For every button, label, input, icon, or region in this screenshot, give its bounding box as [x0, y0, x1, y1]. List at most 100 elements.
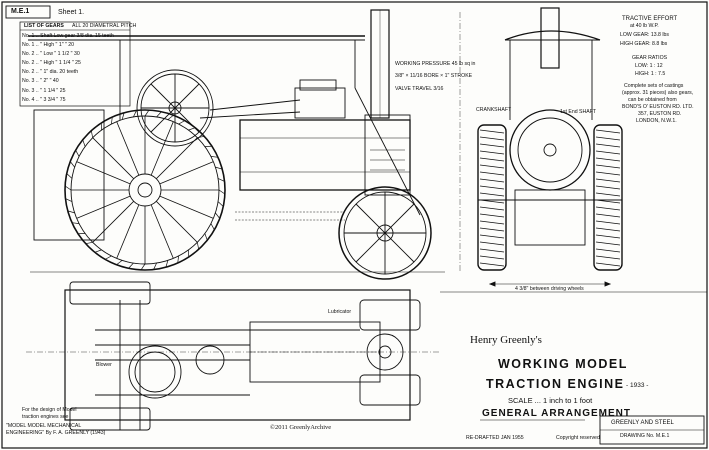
castings-note: (approx. 31 pieces) also gears,: [622, 90, 694, 96]
castings-note: LONDON, N.W.1.: [636, 118, 677, 124]
tread-bar: [479, 192, 505, 197]
castings-note: 357, EUSTON RD.: [638, 111, 682, 117]
tread-bar: [595, 206, 621, 211]
copyright-reserved: Copyright reserved: [556, 435, 600, 441]
tread-bar: [479, 171, 505, 176]
tread-bar: [595, 178, 621, 183]
sheet-number: Sheet 1.: [58, 9, 85, 16]
wheel-tread: [156, 111, 162, 118]
wheel-spoke: [159, 161, 214, 185]
footnote-line: traction engines see: [22, 414, 69, 420]
tread-bar: [595, 220, 621, 225]
wheel-tread: [90, 130, 94, 138]
blower-label: Blower: [96, 362, 112, 368]
wheel-tread: [133, 110, 137, 118]
wheel-tread: [85, 241, 93, 245]
footnote-line: ENGINEERING" By F. A. GREENLY (1943): [6, 430, 106, 436]
wheel-tread: [116, 260, 123, 266]
drawing-subtitle: GENERAL ARRANGEMENT: [482, 408, 632, 419]
drawing-scale: SCALE ... 1 inch to 1 foot: [508, 396, 593, 405]
tread-bar: [595, 150, 621, 155]
tread-bar: [595, 136, 621, 141]
wheel-tread: [210, 223, 215, 231]
wheel-tread: [215, 212, 221, 219]
tread-bar: [479, 248, 505, 253]
gear-row: No. 2 .. " High " 1 1/4 " 25: [22, 60, 81, 67]
tractive-effort-sub: at 40 lb W.P.: [630, 23, 659, 29]
tread-bar: [595, 143, 621, 148]
working-pressure-label: WORKING PRESSURE 45 lb sq in: [395, 61, 476, 67]
copyright-mark: ©2011 GreenlyArchive: [270, 424, 332, 431]
wheel-tread: [196, 242, 200, 250]
tread-bar: [479, 157, 505, 162]
gear-ratio-high: HIGH: 1 : 7.5: [635, 71, 666, 77]
wheel-tread: [111, 116, 113, 125]
tread-bar: [479, 206, 505, 211]
wheel-tread: [71, 222, 80, 224]
gear-row: No. 1 .. " High " 1" " 20: [22, 42, 75, 49]
title-line-1: WORKING MODEL: [498, 357, 628, 371]
gear-row: No. 1 .. Shaft Low gear 3/8 dia. 15 teet…: [22, 33, 114, 39]
wheel-spoke: [159, 195, 214, 219]
wheel-tread: [64, 185, 72, 191]
crankshaft-label: CRANKSHAFT: [476, 107, 512, 113]
tread-bar: [479, 213, 505, 218]
wheel-tread: [153, 262, 157, 270]
tread-bar: [479, 185, 505, 190]
low-gear-effort: LOW GEAR: 13.8 lbs: [620, 32, 670, 38]
wheel-tread: [218, 189, 226, 195]
tread-bar: [479, 136, 505, 141]
tread-bar: [479, 143, 505, 148]
gear-row: No. 2 .. " 1" dia. 20 teeth: [22, 69, 79, 76]
gear-list-pitch: ALL 20 DIAMETRAL PITCH: [72, 23, 137, 29]
tread-bar: [479, 255, 505, 260]
tread-bar: [595, 255, 621, 260]
tread-bar: [595, 157, 621, 162]
wheel-spoke: [116, 121, 140, 176]
tread-bar: [595, 234, 621, 239]
end-shaft-label: 1st End SHAFT: [560, 109, 597, 115]
wheel-tread: [65, 198, 73, 202]
tread-bar: [595, 262, 621, 267]
tread-bar: [479, 164, 505, 169]
wheel-spoke: [76, 195, 131, 219]
wheel-tread: [69, 161, 75, 168]
footnote-line: For the design of Model: [22, 407, 77, 413]
footnote-line: "MODEL MODEL MECHANICAL: [6, 423, 82, 429]
wheel-tread: [66, 173, 73, 179]
tread-bar: [479, 227, 505, 232]
gear-row: No. 2 .. " Low " 1 1/2 " 30: [22, 51, 80, 58]
wheel-tread: [104, 255, 112, 260]
wheel-spoke: [156, 201, 198, 243]
tread-bar: [595, 227, 621, 232]
tread-bar: [479, 234, 505, 239]
gear-list: No. 1 .. Shaft Low gear 3/8 dia. 15 teet…: [22, 32, 122, 105]
front-wheel: [338, 186, 432, 280]
tread-bar: [595, 213, 621, 218]
sheet-id: M.E.1: [11, 8, 30, 15]
tread-bar: [479, 129, 505, 134]
tread-bar: [595, 248, 621, 253]
gear-row: No. 4 .. " 3 3/4 " 75: [22, 96, 66, 103]
tread-bar: [595, 185, 621, 190]
between-wheels-label: 4 3/8" between driving wheels: [515, 286, 584, 292]
wheel-spoke: [76, 161, 131, 185]
wheel-tread: [215, 166, 223, 170]
gear-row: No. 3 .. " 1 1/4 " 25: [22, 87, 66, 94]
plan-view: [26, 281, 440, 431]
tractive-effort-title: TRACTIVE EFFORT: [622, 16, 678, 22]
wheel-tread: [94, 249, 102, 253]
wheel-tread: [82, 139, 86, 147]
front-elevation: [459, 7, 623, 287]
tread-bar: [479, 241, 505, 246]
tread-bar: [595, 171, 621, 176]
wheel-tread: [75, 149, 80, 157]
wheel-tread: [165, 260, 169, 268]
wheel-spoke: [150, 121, 174, 176]
wheel-tread: [177, 255, 179, 264]
title-year: - 1933 -: [626, 382, 649, 389]
wheel-tread: [128, 262, 134, 269]
wheel-spoke: [116, 204, 140, 259]
valve-travel-label: VALVE TRAVEL 3/16: [395, 86, 444, 92]
